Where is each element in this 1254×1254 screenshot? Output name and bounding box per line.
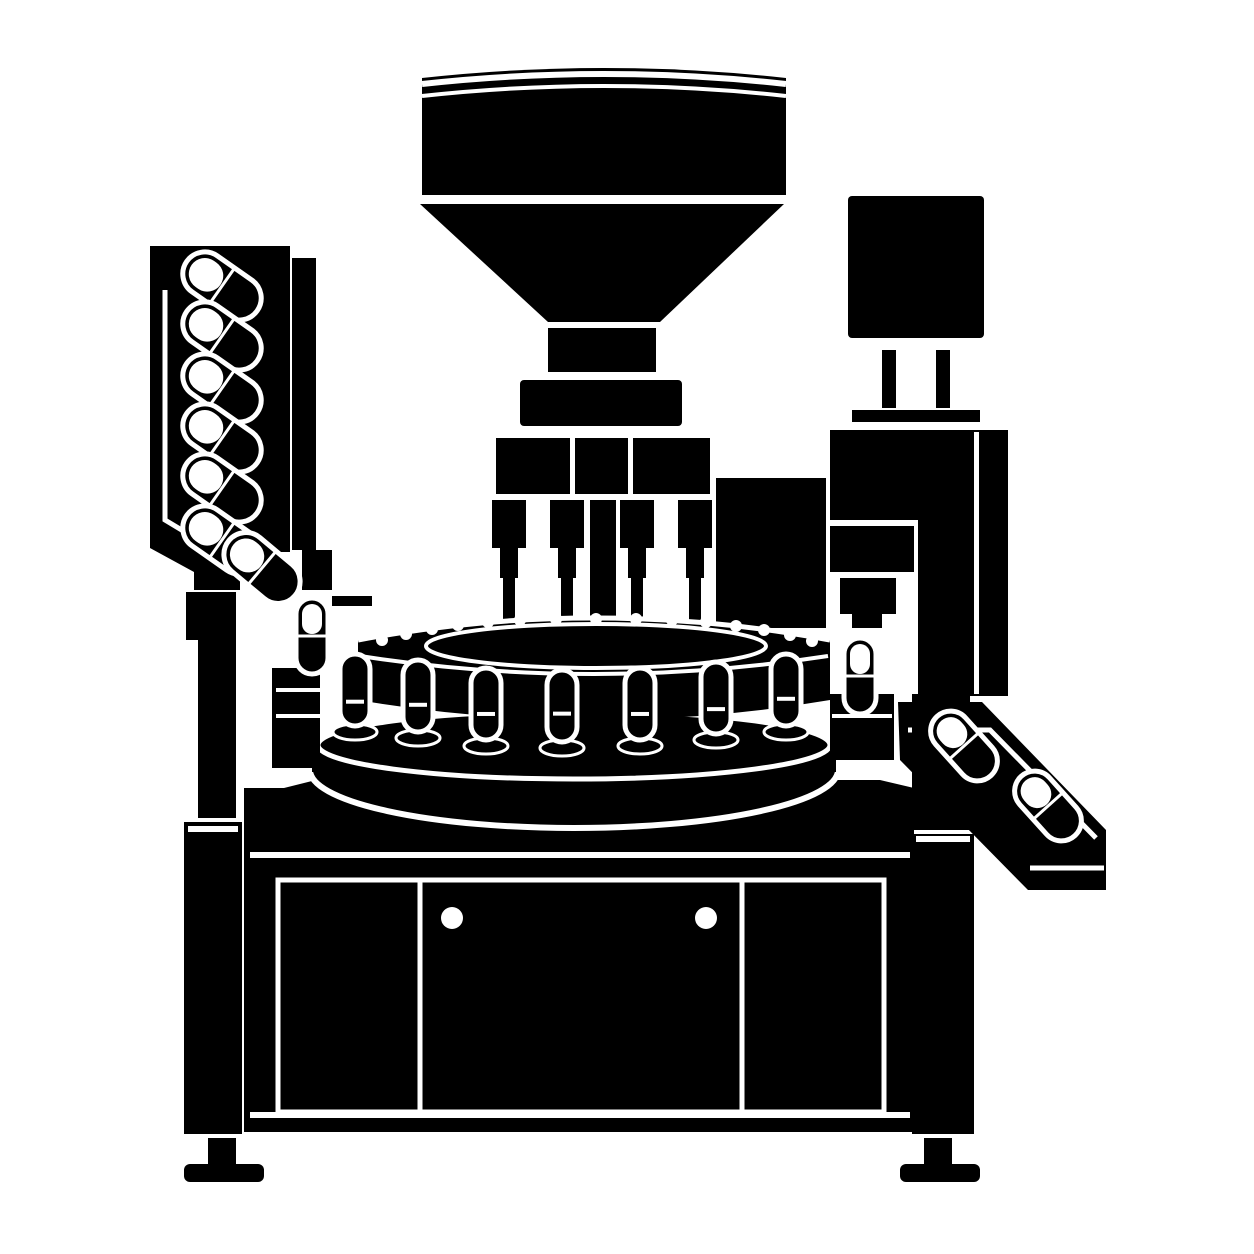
left-column [184, 592, 242, 1134]
turret-capsule [462, 665, 510, 756]
turret-holes [376, 613, 818, 647]
dropping-capsule [841, 635, 879, 717]
turret-capsule [692, 659, 740, 750]
feeder-capsules [180, 249, 1084, 844]
door-knob-right [695, 907, 717, 929]
feeder-capsule [928, 708, 1000, 784]
dosing-head [496, 438, 710, 494]
cabinet-doors [275, 877, 887, 1115]
turret-capsule [762, 651, 810, 742]
cabinet [244, 780, 914, 1132]
closing-motor [830, 196, 1008, 696]
feeder-capsule [180, 351, 264, 425]
feeder-capsule [180, 401, 264, 475]
turret-capsule [616, 665, 664, 756]
turret-capsule [394, 657, 442, 748]
turret-capsules [331, 651, 810, 758]
dropping-capsule [293, 595, 331, 677]
turret-capsule [538, 667, 586, 758]
dosing-nozzles [492, 500, 712, 632]
hopper [418, 68, 790, 426]
feeder-capsule [1012, 768, 1084, 844]
door-knob-left [441, 907, 463, 929]
feeder-capsule [180, 299, 264, 373]
back-panel [716, 478, 826, 628]
turret-capsule [331, 651, 379, 742]
feeder-capsule [221, 530, 303, 606]
leveling-feet [184, 1138, 980, 1182]
